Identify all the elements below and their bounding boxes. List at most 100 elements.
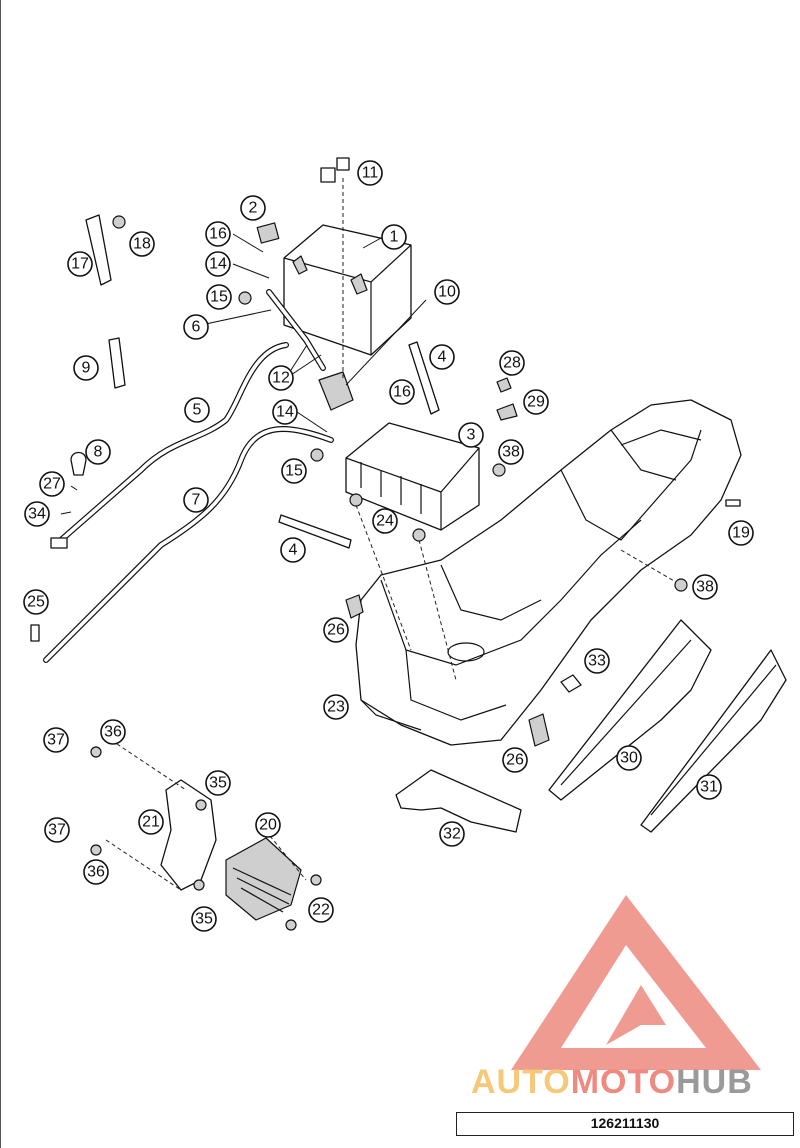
callout-32-circle [439, 821, 465, 847]
callout-38-upper: 38 [498, 439, 524, 465]
callout-30-label: 30 [620, 750, 638, 767]
callout-33-circle [584, 648, 610, 674]
callout-24-circle [372, 508, 398, 534]
callout-31-circle [696, 774, 722, 800]
rear-frame-subframe [355, 399, 742, 746]
callout-15-lower-label: 15 [285, 463, 303, 480]
voltage-regulator [225, 837, 302, 921]
battery-holder [345, 422, 480, 531]
callout-27-circle [39, 471, 65, 497]
callout-16-lower-circle [389, 379, 415, 405]
callout-37-upper-label: 37 [47, 732, 65, 749]
callout-27-label: 27 [43, 476, 61, 493]
callout-15-upper: 15 [206, 284, 232, 310]
callout-3-circle [458, 422, 484, 448]
callout-18: 18 [129, 231, 155, 257]
callout-14-lower-circle [272, 399, 298, 425]
callout-26-left-label: 26 [327, 622, 345, 639]
callout-35-lower-circle [191, 906, 217, 932]
callout-30-circle [616, 745, 642, 771]
callout-4-lower-label: 4 [289, 542, 298, 559]
callout-35-lower: 35 [191, 906, 217, 932]
callout-4-lower-circle [280, 537, 306, 563]
callout-16-lower: 16 [389, 379, 415, 405]
brand-moto: MOTO [570, 1063, 677, 1101]
callout-38-upper-circle [498, 439, 524, 465]
callout-36-lower-label: 36 [87, 864, 105, 881]
callout-26-right-label: 26 [506, 752, 524, 769]
callout-16-upper-circle [205, 221, 231, 247]
starter-relay [318, 371, 354, 411]
rubber-buffers [345, 594, 582, 747]
document-number: 126211130 [456, 1112, 794, 1136]
callout-36-lower: 36 [83, 859, 109, 885]
callout-15-lower-circle [281, 458, 307, 484]
callout-37-lower-label: 37 [48, 822, 66, 839]
callout-3-label: 3 [467, 427, 476, 444]
callout-2: 2 [240, 195, 266, 221]
callout-15-upper-circle [206, 284, 232, 310]
callout-12-circle [268, 365, 294, 391]
callout-leaders [60, 233, 427, 515]
callout-35-lower-label: 35 [195, 911, 213, 928]
callout-32-label: 32 [443, 826, 461, 843]
callout-35-upper: 35 [205, 770, 231, 796]
callout-34-circle [24, 501, 50, 527]
callout-11: 11 [357, 160, 383, 186]
callout-24: 24 [372, 508, 398, 534]
callout-28-label: 28 [503, 355, 521, 372]
callout-23: 23 [323, 694, 349, 720]
callout-29-circle [523, 389, 549, 415]
callout-26-left: 26 [323, 617, 349, 643]
callout-8-label: 8 [94, 444, 103, 461]
callout-7-label: 7 [192, 492, 201, 509]
callout-19: 19 [728, 520, 754, 546]
callout-23-circle [323, 694, 349, 720]
callout-4-upper: 4 [429, 344, 455, 370]
cable-positive [58, 342, 289, 543]
callout-14-lower-label: 14 [276, 404, 294, 421]
callout-37-upper: 37 [43, 727, 69, 753]
callout-14-lower: 14 [272, 399, 298, 425]
assembly-leader-lines [105, 178, 682, 891]
callout-36-lower-circle [83, 859, 109, 885]
callout-5-circle [184, 397, 210, 423]
callout-1-label: 1 [390, 229, 399, 246]
callout-20-circle [255, 812, 281, 838]
callout-19-label: 19 [732, 525, 750, 542]
side-cover-right [640, 649, 787, 833]
callout-16-upper: 16 [205, 221, 231, 247]
callout-14-upper-circle [205, 251, 231, 277]
callout-26-right: 26 [502, 747, 528, 773]
callout-6-label: 6 [192, 319, 201, 336]
callout-22-circle [308, 897, 334, 923]
battery-strap-lower [278, 514, 352, 549]
callout-2-label: 2 [249, 200, 258, 217]
callout-2-circle [240, 195, 266, 221]
callout-10-circle [434, 279, 460, 305]
callout-34-label: 34 [28, 506, 46, 523]
callout-21-circle [138, 809, 164, 835]
callout-31-label: 31 [700, 779, 718, 796]
callout-29-label: 29 [527, 394, 545, 411]
callout-5-label: 5 [193, 402, 202, 419]
callout-33-label: 33 [588, 653, 606, 670]
callout-33: 33 [584, 648, 610, 674]
callout-1: 1 [381, 224, 407, 250]
callout-37-lower: 37 [44, 817, 70, 843]
callout-8: 8 [85, 439, 111, 465]
callout-26-left-circle [323, 617, 349, 643]
callout-38-upper-label: 38 [502, 444, 520, 461]
callout-6: 6 [183, 314, 209, 340]
callout-31: 31 [696, 774, 722, 800]
callout-7: 7 [183, 487, 209, 513]
bracket-9 [108, 337, 126, 389]
callout-3: 3 [458, 422, 484, 448]
bracket-17 [85, 214, 112, 286]
callout-38-lower-circle [692, 574, 718, 600]
callout-36-upper: 36 [100, 719, 126, 745]
automotohub-wordmark: AUTOMOTOHUB [471, 1062, 793, 1102]
callout-37-lower-circle [44, 817, 70, 843]
